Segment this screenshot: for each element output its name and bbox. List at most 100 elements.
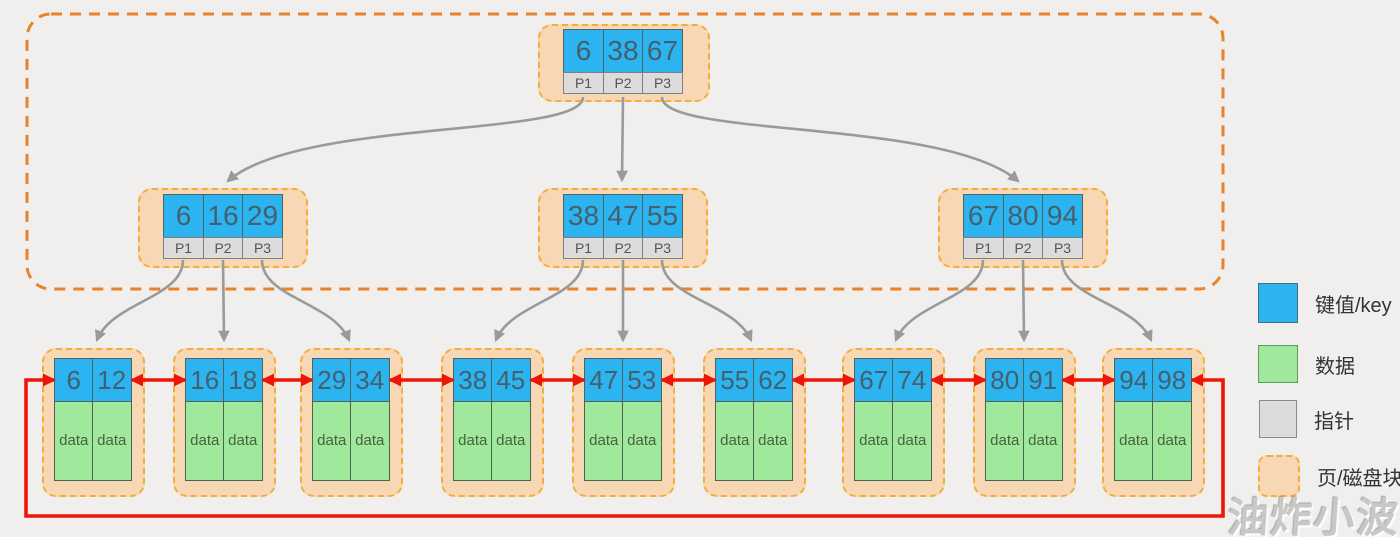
- data-cell: data: [985, 400, 1025, 481]
- key-cell: 98: [1152, 358, 1192, 402]
- leaf-node-9: 94 98 data data: [1114, 358, 1192, 481]
- data-cell: data: [584, 400, 624, 481]
- data-cell: data: [223, 400, 263, 481]
- legend-item-data: 数据: [1258, 345, 1355, 383]
- key-cell: 45: [491, 358, 531, 402]
- key-cell: 38: [563, 194, 604, 238]
- key-cell: 74: [892, 358, 932, 402]
- leaf-page-block-5: 47 53 data data: [572, 348, 675, 497]
- pointer-swatch: [1259, 400, 1297, 438]
- leaf-page-block-7: 67 74 data data: [842, 348, 945, 497]
- pointer-cell: P2: [1002, 236, 1044, 259]
- data-cell: data: [185, 400, 225, 481]
- internal-node-1: 6 16 29 P1 P2 P3: [163, 194, 283, 259]
- leaf-page-block-3: 29 34 data data: [300, 348, 403, 497]
- pointer-cell: P1: [563, 236, 604, 259]
- key-cell: 94: [1114, 358, 1154, 402]
- tree-arrow-root-p1: [226, 96, 585, 183]
- data-cell: data: [92, 400, 132, 481]
- leaf-node-6: 55 62 data data: [715, 358, 793, 481]
- tree-arrow-i3-p1: [894, 259, 985, 343]
- data-cell: data: [1023, 400, 1063, 481]
- internal-page-block-2: 38 47 55 P1 P2 P3: [538, 188, 708, 268]
- tree-arrow-root-p2: [616, 96, 628, 183]
- tree-arrow-root-p3: [660, 96, 1020, 183]
- root-key-cell: 38: [602, 29, 644, 73]
- root-node: 6 38 67 P1 P2 P3: [563, 29, 683, 94]
- data-cell: data: [715, 400, 755, 481]
- pointer-cell: P2: [602, 236, 644, 259]
- legend-label-key: 键值/key: [1315, 294, 1392, 317]
- tree-arrow-i2-p1: [494, 259, 585, 343]
- pointer-cell: P2: [202, 236, 244, 259]
- leaf-node-3: 29 34 data data: [312, 358, 390, 481]
- leaf-page-block-4: 38 45 data data: [441, 348, 544, 497]
- leaf-page-block-2: 16 18 data data: [173, 348, 276, 497]
- watermark: 油炸小波: [1226, 495, 1400, 537]
- legend-label-data: 数据: [1315, 355, 1355, 378]
- root-pointer-cell: P2: [602, 71, 644, 94]
- key-cell: 18: [223, 358, 263, 402]
- root-key-cell: 67: [642, 29, 683, 73]
- data-cell: data: [312, 400, 352, 481]
- data-cell: data: [892, 400, 932, 481]
- tree-arrow-i1-p2: [218, 259, 230, 343]
- leaf-node-5: 47 53 data data: [584, 358, 662, 481]
- key-cell: 67: [963, 194, 1004, 238]
- key-cell: 94: [1042, 194, 1083, 238]
- data-cell: data: [854, 400, 894, 481]
- pointer-cell: P3: [1042, 236, 1083, 259]
- key-cell: 38: [453, 358, 493, 402]
- key-cell: 29: [242, 194, 283, 238]
- key-cell: 80: [985, 358, 1025, 402]
- tree-arrow-i1-p3: [260, 259, 351, 343]
- key-cell: 34: [350, 358, 390, 402]
- legend-item-key: 键值/key: [1258, 283, 1392, 323]
- leaf-page-block-8: 80 91 data data: [973, 348, 1076, 497]
- leaf-page-block-9: 94 98 data data: [1102, 348, 1205, 497]
- pointer-cell: P1: [163, 236, 204, 259]
- key-cell: 47: [602, 194, 644, 238]
- leaf-page-block-1: 6 12 data data: [42, 348, 145, 497]
- pointer-cell: P3: [242, 236, 283, 259]
- key-cell: 6: [163, 194, 204, 238]
- internal-node-2: 38 47 55 P1 P2 P3: [563, 194, 683, 259]
- key-cell: 62: [753, 358, 793, 402]
- root-page-block: 6 38 67 P1 P2 P3: [538, 24, 710, 102]
- data-cell: data: [622, 400, 662, 481]
- tree-arrow-i2-p3: [660, 259, 753, 343]
- root-pointer-cell: P3: [642, 71, 683, 94]
- leaf-node-8: 80 91 data data: [985, 358, 1063, 481]
- root-key-cell: 6: [563, 29, 604, 73]
- data-cell: data: [491, 400, 531, 481]
- legend-item-page: 页/磁盘块: [1258, 455, 1400, 497]
- key-cell: 55: [642, 194, 683, 238]
- key-cell: 91: [1023, 358, 1063, 402]
- legend-label-pointer: 指针: [1314, 410, 1354, 433]
- key-cell: 29: [312, 358, 352, 402]
- tree-arrow-i1-p1: [95, 259, 185, 343]
- page-swatch: [1258, 455, 1300, 497]
- pointer-cell: P3: [642, 236, 683, 259]
- tree-arrow-i3-p3: [1060, 259, 1153, 343]
- data-cell: data: [1114, 400, 1154, 481]
- leaf-node-7: 67 74 data data: [854, 358, 932, 481]
- data-swatch: [1258, 345, 1298, 383]
- tree-arrow-i3-p2: [1018, 259, 1030, 343]
- pointer-cell: P1: [963, 236, 1004, 259]
- key-cell: 16: [185, 358, 225, 402]
- leaf-node-2: 16 18 data data: [185, 358, 263, 481]
- data-cell: data: [350, 400, 390, 481]
- key-cell: 6: [54, 358, 94, 402]
- internal-node-3: 67 80 94 P1 P2 P3: [963, 194, 1083, 259]
- key-cell: 53: [622, 358, 662, 402]
- key-cell: 80: [1002, 194, 1044, 238]
- internal-page-block-1: 6 16 29 P1 P2 P3: [138, 188, 308, 268]
- data-cell: data: [1152, 400, 1192, 481]
- key-cell: 55: [715, 358, 755, 402]
- data-cell: data: [453, 400, 493, 481]
- key-cell: 12: [92, 358, 132, 402]
- data-cell: data: [54, 400, 94, 481]
- root-pointer-cell: P1: [563, 71, 604, 94]
